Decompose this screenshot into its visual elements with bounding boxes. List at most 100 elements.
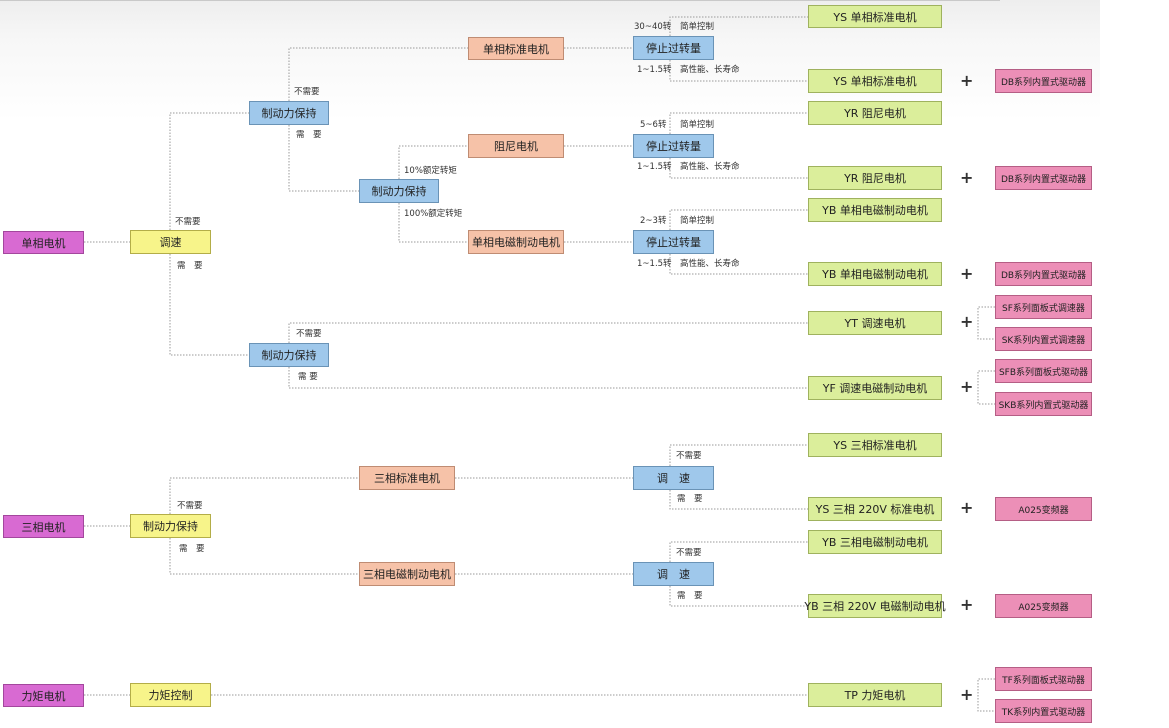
plus-sign: +	[960, 168, 974, 187]
branch-label-rev: 1~1.5转	[637, 65, 672, 75]
plus-sign: +	[960, 71, 974, 90]
resist-motor-node: 阻尼电机	[468, 134, 564, 158]
plus-sign: +	[960, 498, 974, 517]
db-driver-3: DB系列内置式驱动器	[995, 262, 1092, 286]
brake-hold-upper-node: 制动力保持	[249, 101, 329, 125]
wire	[669, 112, 808, 134]
a025-vfd-2: A025变频器	[995, 594, 1092, 618]
wire	[169, 254, 249, 356]
yf-speed-em-model: YF 调速电磁制动电机	[808, 376, 942, 400]
stop-overrun-node-2: 停止过转量	[633, 134, 714, 158]
three-em-motor-node: 三相电磁制动电机	[359, 562, 455, 586]
wire	[977, 370, 995, 405]
yb-single-em-model-1: YB 单相电磁制动电机	[808, 198, 942, 222]
wire	[669, 541, 808, 562]
plus-sign: +	[960, 312, 974, 331]
wire	[169, 538, 359, 575]
branch-label-rev: 1~1.5转	[637, 259, 672, 269]
branch-label-simple-control: 简单控制	[680, 216, 715, 226]
branch-label-rev: 2~3转	[640, 216, 667, 226]
branch-label-not-needed: 不需要	[294, 87, 320, 97]
branch-label-not-needed: 不需要	[175, 217, 201, 227]
yb-single-em-model-2: YB 单相电磁制动电机	[808, 262, 942, 286]
branch-label-needed: 需 要	[298, 372, 318, 382]
sf-panel-controller: SF系列面板式调速器	[995, 295, 1092, 319]
branch-label-not-needed: 不需要	[177, 501, 203, 511]
yb-three-220-model: YB 三相 220V 电磁制动电机	[804, 594, 946, 618]
branch-label-simple-control: 简单控制	[680, 120, 715, 130]
wire	[169, 477, 359, 514]
branch-label-high-perf: 高性能、长寿命	[680, 162, 740, 172]
speed-three-node-2: 调 速	[633, 562, 714, 586]
ys-three-220-model: YS 三相 220V 标准电机	[808, 497, 942, 521]
plus-sign: +	[960, 264, 974, 283]
db-driver-2: DB系列内置式驱动器	[995, 166, 1092, 190]
skb-builtin-driver: SKB系列内置式驱动器	[995, 392, 1092, 416]
wire	[288, 322, 808, 343]
plus-sign: +	[960, 685, 974, 704]
ys-three-std-model: YS 三相标准电机	[808, 433, 942, 457]
yb-three-em-model: YB 三相电磁制动电机	[808, 530, 942, 554]
branch-label-not-needed: 不需要	[676, 548, 702, 558]
wire	[977, 678, 995, 712]
single-em-brake-motor-node: 单相电磁制动电机	[468, 230, 564, 254]
ys-single-std-model-1: YS 单相标准电机	[808, 5, 942, 28]
plus-sign: +	[960, 595, 974, 614]
branch-label-rev: 30~40转	[634, 22, 672, 32]
wire	[669, 209, 808, 230]
branch-label-high-perf: 高性能、长寿命	[680, 65, 740, 75]
branch-label-high-perf: 高性能、长寿命	[680, 259, 740, 269]
branch-label-needed: 需 要	[677, 591, 703, 601]
brake-hold-lower-node: 制动力保持	[249, 343, 329, 367]
wire	[669, 586, 808, 607]
brake-hold-mid-node: 制动力保持	[359, 179, 439, 203]
wire	[288, 125, 359, 192]
single-phase-motor-node: 单相电机	[3, 231, 84, 254]
brake-hold-three-node: 制动力保持	[130, 514, 211, 538]
branch-label-not-needed: 不需要	[296, 329, 322, 339]
branch-label-not-needed: 不需要	[676, 451, 702, 461]
branch-label-needed: 需 要	[677, 494, 703, 504]
stop-overrun-node-1: 停止过转量	[633, 36, 714, 60]
yt-speed-motor-model: YT 调速电机	[808, 311, 942, 335]
wire	[669, 254, 808, 275]
single-std-motor-node: 单相标准电机	[468, 37, 564, 60]
branch-label-torque-10: 10%额定转矩	[404, 166, 457, 176]
plus-sign: +	[960, 377, 974, 396]
ys-single-std-model-2: YS 单相标准电机	[808, 69, 942, 93]
wire	[288, 367, 808, 389]
stop-overrun-node-3: 停止过转量	[633, 230, 714, 254]
yr-resist-model-2: YR 阻尼电机	[808, 166, 942, 190]
branch-label-torque-100: 100%额定转矩	[404, 209, 463, 219]
torque-control-node: 力矩控制	[130, 683, 211, 707]
wire	[669, 444, 808, 466]
db-driver-1: DB系列内置式驱动器	[995, 69, 1092, 93]
wire	[398, 203, 468, 243]
wire	[669, 490, 808, 510]
wire	[669, 16, 808, 36]
a025-vfd-1: A025变频器	[995, 497, 1092, 521]
wire	[669, 60, 808, 82]
branch-label-simple-control: 简单控制	[680, 22, 715, 32]
wire	[288, 47, 468, 101]
speed-regulation-single-node: 调速	[130, 230, 211, 254]
branch-label-needed: 需 要	[296, 130, 322, 140]
branch-label-needed: 需 要	[179, 544, 205, 554]
wire	[669, 158, 808, 179]
three-phase-motor-node: 三相电机	[3, 515, 84, 538]
tp-torque-motor-model: TP 力矩电机	[808, 683, 942, 707]
sfb-panel-driver: SFB系列面板式驱动器	[995, 359, 1092, 383]
speed-three-node-1: 调 速	[633, 466, 714, 490]
wire	[169, 112, 249, 230]
tf-panel-driver: TF系列面板式驱动器	[995, 667, 1092, 691]
branch-label-rev: 1~1.5转	[637, 162, 672, 172]
sk-builtin-controller: SK系列内置式调速器	[995, 327, 1092, 351]
wire	[977, 306, 995, 340]
wire	[398, 145, 468, 179]
torque-motor-node: 力矩电机	[3, 684, 84, 707]
branch-label-rev: 5~6转	[640, 120, 667, 130]
three-std-motor-node: 三相标准电机	[359, 466, 455, 490]
yr-resist-model-1: YR 阻尼电机	[808, 101, 942, 125]
branch-label-needed: 需 要	[177, 261, 203, 271]
